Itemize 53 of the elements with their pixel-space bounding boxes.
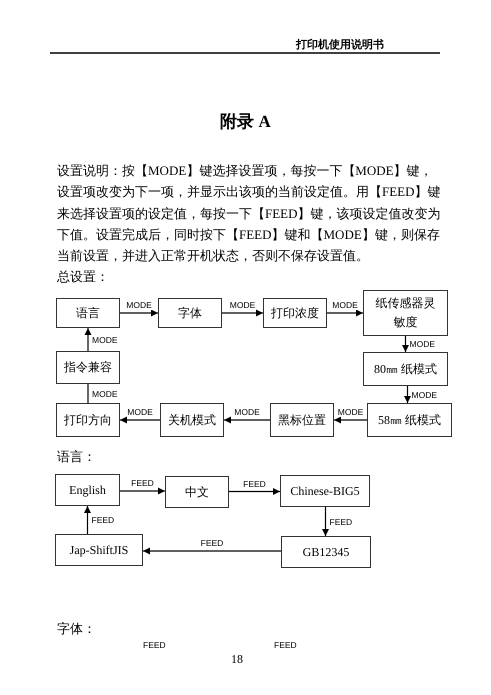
process-box: 指令兼容	[56, 351, 120, 384]
key-name-text: FEED	[143, 640, 166, 652]
arrow	[322, 507, 329, 536]
process-box: 语言	[56, 298, 120, 328]
instruction-paragraph: 设置说明：按【MODE】键选择设置项，每按一下【MODE】键，设置项改变为下一项，并显示出该项的当前设定值。用【FEED】键来选择设置项的设定值，每按一下【FEED】键，该项设定值改变为下值。设置完成后，同时按下【FEED】键和【MODE】键，则保存当前设置，并进入正常开机状态，否则不保存设置值。	[57, 162, 441, 266]
process-box: 纸传感器灵敏度	[363, 290, 448, 336]
edge-label: MODE	[332, 300, 358, 310]
section-heading: 语言：	[57, 449, 96, 466]
edge-label: FEED	[243, 478, 266, 488]
edge-label: MODE	[92, 388, 118, 398]
section-heading: 字体：	[57, 621, 96, 638]
arrow	[120, 310, 158, 316]
header-text: 打印机使用说明书	[296, 38, 384, 52]
arrow	[327, 310, 363, 316]
arrow	[84, 328, 92, 351]
process-box: Chinese-BIG5	[280, 475, 370, 507]
process-box: Jap-ShiftJIS	[55, 534, 143, 566]
arrow	[404, 386, 411, 403]
process-box: 字体	[158, 298, 222, 328]
process-box: English	[55, 474, 120, 506]
arrow	[222, 310, 263, 316]
process-box: GB12345	[281, 536, 371, 568]
process-box: 打印方向	[56, 403, 120, 437]
process-box: 黑标位置	[270, 403, 334, 437]
arrow	[224, 416, 270, 424]
arrow	[334, 416, 367, 424]
process-box: 80㎜ 纸模式	[363, 352, 448, 386]
arrow	[84, 506, 91, 534]
section-heading: 总设置：	[57, 269, 109, 286]
edge-label: MODE	[126, 300, 152, 310]
process-box: 中文	[165, 476, 229, 508]
appendix-title: 附录 A	[219, 111, 272, 133]
edge-label: MODE	[234, 407, 260, 417]
arrow	[143, 548, 281, 554]
edge-label: FEED	[92, 515, 114, 525]
page-number: 18	[231, 652, 243, 668]
process-box: 58㎜ 纸模式	[367, 403, 452, 437]
arrow	[229, 488, 280, 495]
key-name-text: FEED	[274, 640, 297, 652]
edge-label: FEED	[330, 516, 352, 526]
process-box: 打印浓度	[263, 298, 327, 328]
process-box: 关机模式	[160, 403, 224, 437]
arrow	[120, 416, 160, 424]
edge-label: MODE	[127, 407, 153, 417]
edge-label: MODE	[412, 390, 437, 400]
edge-label: MODE	[410, 339, 435, 349]
edge-label: MODE	[230, 300, 256, 310]
edge-label: MODE	[92, 334, 118, 344]
arrow	[120, 488, 165, 494]
arrow	[402, 336, 409, 352]
edge-label: MODE	[338, 407, 364, 417]
edge-label: FEED	[200, 538, 224, 548]
edge-label: FEED	[131, 478, 154, 488]
